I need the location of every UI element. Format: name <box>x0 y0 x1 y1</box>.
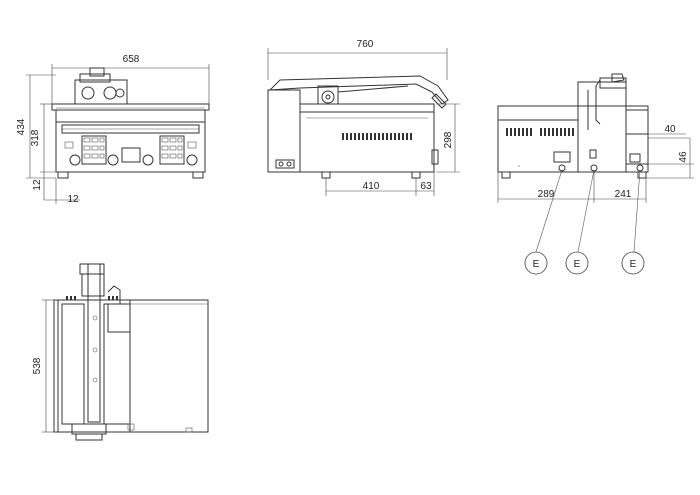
top-view: 538 <box>32 263 209 441</box>
top-depth-label: 538 <box>32 357 43 374</box>
rear-right-span-label: 241 <box>615 189 632 200</box>
marker-circle-1 <box>524 251 548 275</box>
front-view: 658 <box>16 54 210 205</box>
side-view: 760 298 <box>267 39 460 196</box>
front-leg-height-label: 12 <box>32 179 43 191</box>
marker-e-1: E <box>533 259 540 270</box>
rear-offset-top-label: 40 <box>664 124 676 135</box>
rear-left-span-label: 289 <box>538 189 555 200</box>
side-foot-offset-label: 63 <box>420 181 432 192</box>
marker-e-2: E <box>574 259 581 270</box>
marker-circle-2 <box>565 251 589 275</box>
front-width-label: 658 <box>123 54 140 65</box>
front-height-total-label: 434 <box>16 118 27 135</box>
front-leg-inset-label: 12 <box>67 194 79 205</box>
side-height-label: 298 <box>443 131 454 148</box>
rear-offset-side-label: 46 <box>678 151 689 163</box>
side-foot-span-label: 410 <box>363 181 380 192</box>
front-height-body-label: 318 <box>30 129 41 146</box>
marker-circle-3 <box>621 251 645 275</box>
marker-e-3: E <box>630 259 637 270</box>
rear-view: 40 46 289 241 E E E <box>497 73 694 275</box>
side-length-label: 760 <box>357 39 374 50</box>
